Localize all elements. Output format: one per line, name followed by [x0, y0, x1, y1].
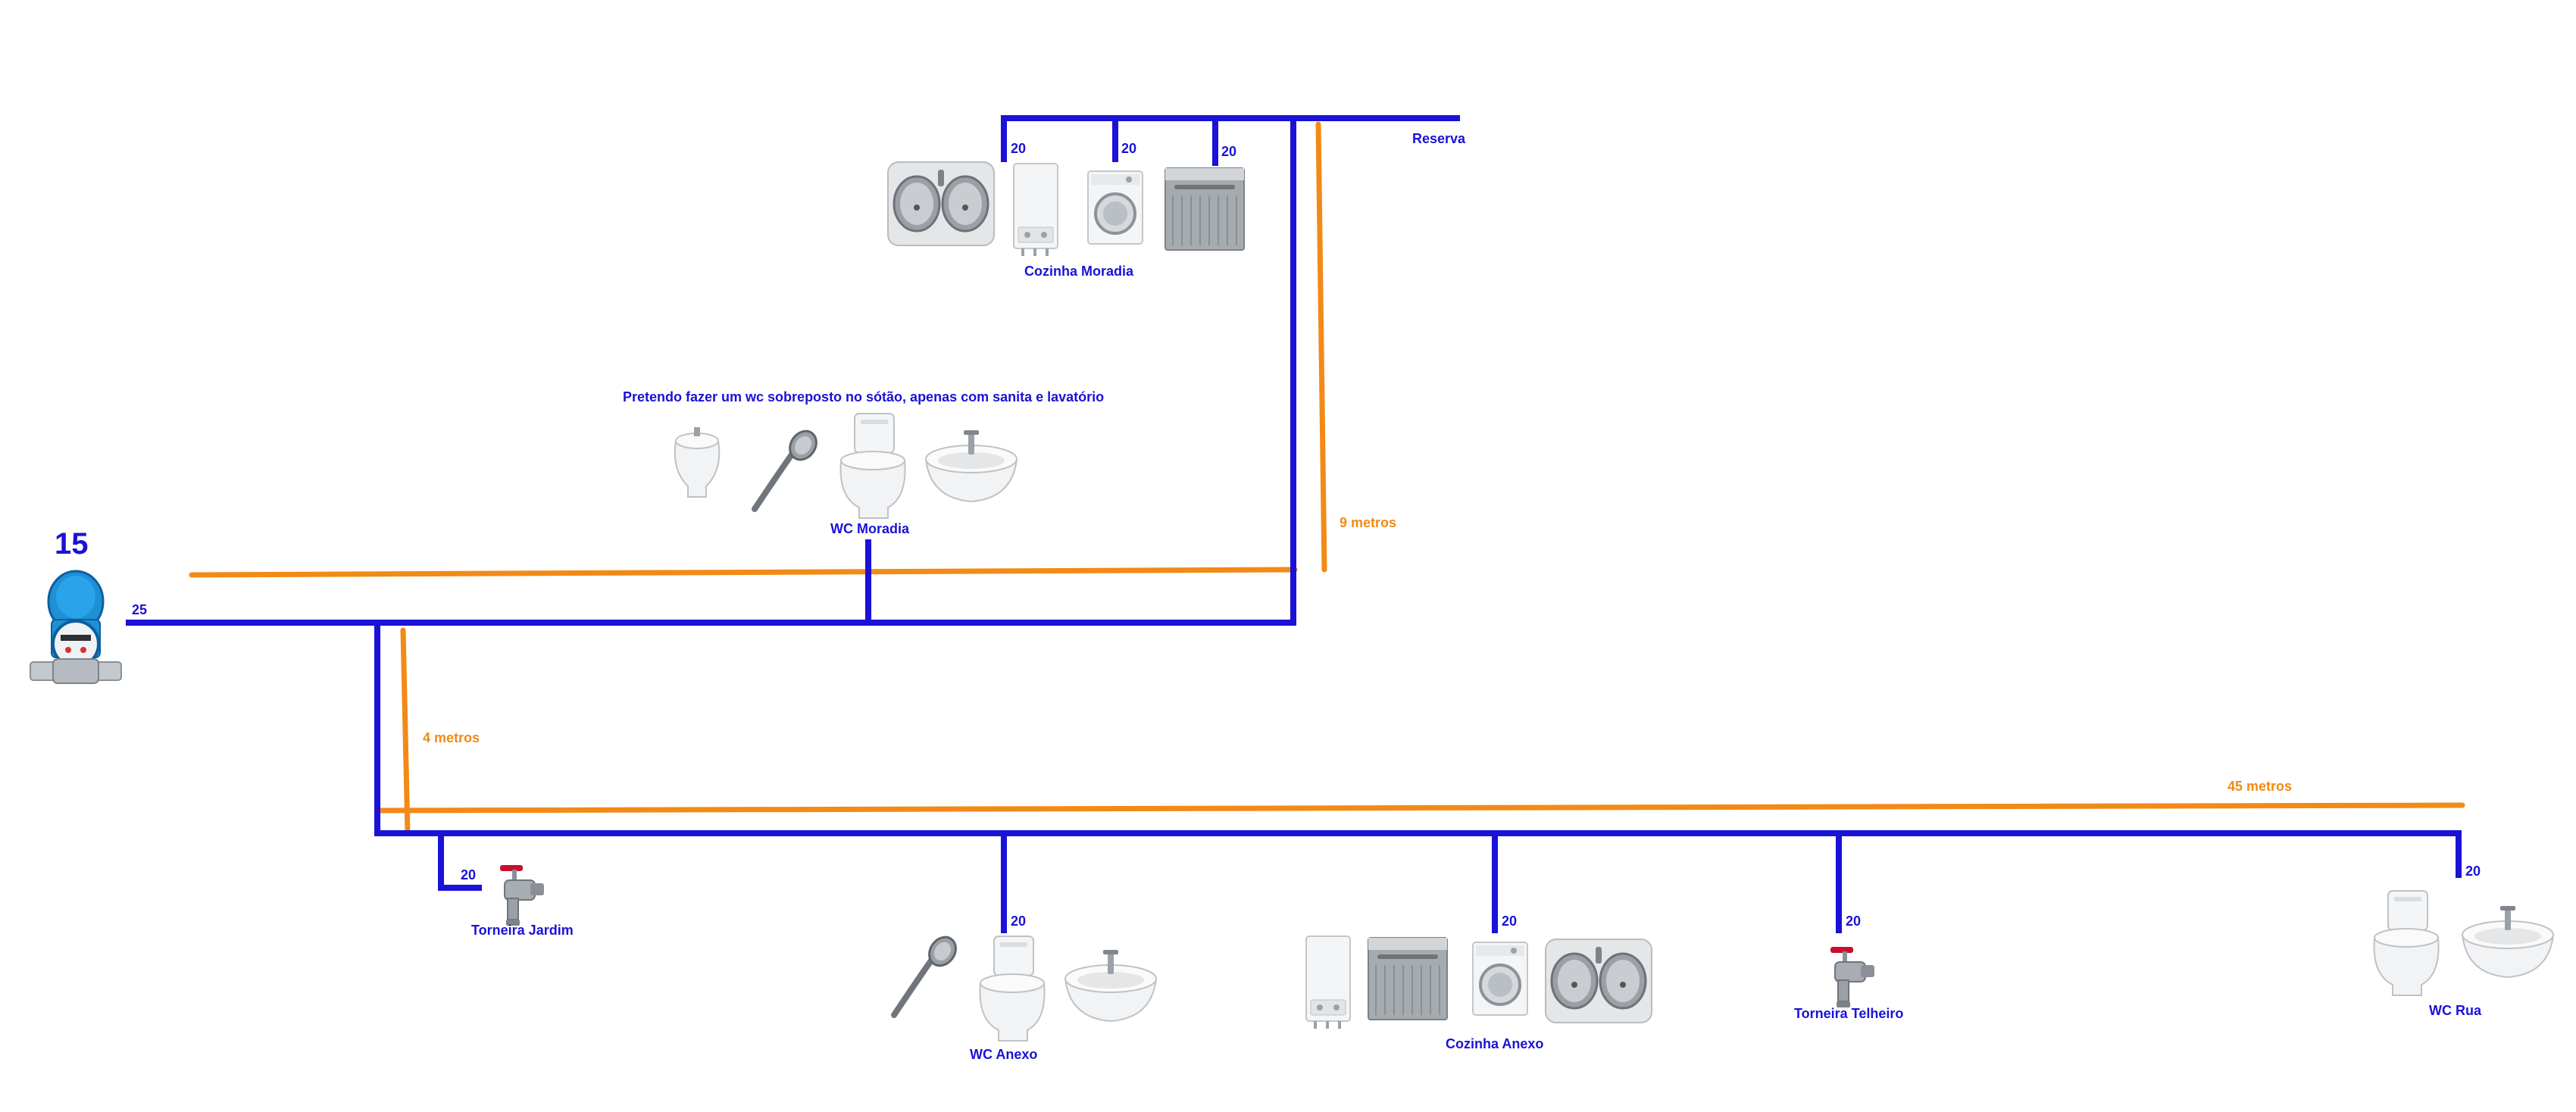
dishwasher-icon — [1165, 167, 1245, 251]
washing-machine-icon — [1471, 941, 1529, 1017]
distance-horizontal-anexo: 45 metros — [2227, 779, 2293, 794]
tap-icon — [1830, 946, 1875, 1008]
label-reserva: Reserva — [1412, 131, 1466, 146]
washbasin-icon — [1064, 949, 1157, 1022]
double-sink-icon — [1544, 938, 1653, 1024]
measure-vertical-anexo — [400, 627, 411, 836]
dishwasher-icon — [1368, 937, 1448, 1020]
washing-machine-icon — [1086, 170, 1144, 245]
fixtures-wc-moradia — [674, 413, 1018, 519]
label-cozinha-moradia: Cozinha Moradia — [1024, 264, 1134, 279]
shower-head-icon — [894, 932, 961, 1015]
measure-horizontal-anexo — [377, 802, 2465, 814]
pipe-label-cozinha-moradia-3: 20 — [1221, 144, 1237, 159]
label-wc-rua: WC Rua — [2429, 1003, 2481, 1018]
bidet-icon — [674, 426, 721, 498]
toilet-icon — [839, 413, 906, 519]
shower-head-icon — [755, 426, 822, 509]
label-wc-anexo: WC Anexo — [970, 1047, 1038, 1062]
distance-vertical-anexo: 4 metros — [423, 730, 480, 745]
pipe-label-wc-rua: 20 — [2465, 864, 2481, 879]
tap-icon — [499, 864, 545, 926]
water-meter-icon — [29, 570, 123, 685]
washbasin-icon — [925, 429, 1018, 502]
pipe-label-main: 25 — [132, 602, 148, 617]
label-torneira-telheiro: Torneira Telheiro — [1794, 1006, 1904, 1021]
washbasin-icon — [2462, 905, 2554, 978]
toilet-icon — [979, 936, 1046, 1042]
label-torneira-jardim: Torneira Jardim — [471, 923, 574, 938]
toilet-icon — [2373, 890, 2440, 996]
pipe-label-torneira-jardim: 20 — [461, 867, 477, 882]
double-sink-icon — [886, 161, 996, 247]
fixtures-wc-rua — [2373, 890, 2554, 996]
fixtures-cozinha-anexo — [1305, 936, 1653, 1029]
pipe-torneira-jardim — [438, 830, 482, 891]
fixtures-wc-anexo — [894, 932, 1157, 1042]
pipe-label-torneira-telheiro: 20 — [1846, 914, 1862, 929]
measurement-lines — [189, 121, 2465, 836]
measure-main-horizontal — [189, 567, 1298, 578]
pipe-label-cozinha-anexo: 20 — [1502, 914, 1518, 929]
measure-vertical-moradia — [1315, 121, 1327, 573]
water-heater-icon — [1305, 936, 1351, 1029]
fixtures-cozinha-moradia — [886, 161, 1245, 257]
pipe-network — [126, 115, 2462, 933]
pipe-label-wc-anexo: 20 — [1011, 914, 1027, 929]
pipe-label-cozinha-moradia-2: 20 — [1121, 141, 1137, 156]
label-wc-moradia: WC Moradia — [830, 521, 910, 536]
water-heater-icon — [1013, 163, 1058, 257]
note-attic-wc: Pretendo fazer um wc sobreposto no sótão… — [623, 389, 1105, 405]
label-cozinha-anexo: Cozinha Anexo — [1446, 1036, 1544, 1051]
meter-size-label: 15 — [55, 527, 89, 561]
distance-vertical-moradia: 9 metros — [1340, 515, 1397, 530]
pipe-label-cozinha-moradia-1: 20 — [1011, 141, 1027, 156]
